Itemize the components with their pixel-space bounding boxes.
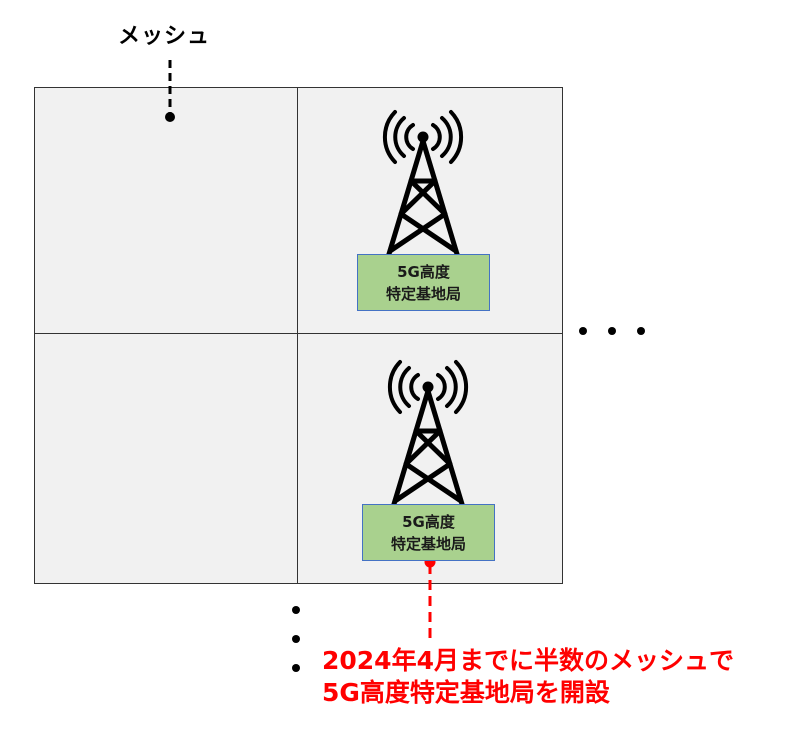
mesh-label: メッシュ [118, 24, 211, 49]
station-label-line2: 特定基地局 [390, 534, 466, 553]
ellipsis-dot [292, 635, 300, 643]
station-label-line2: 特定基地局 [385, 284, 461, 303]
annotation-text: 2024年4月までに半数のメッシュで 5G高度特定基地局を開設 [322, 645, 734, 709]
ellipsis-dot [579, 327, 587, 335]
antenna-tower-icon [385, 112, 461, 264]
station-label-line1: 5G高度 [397, 262, 450, 281]
mesh-pointer-dot [165, 112, 175, 122]
base-station-label: 5G高度 特定基地局 [362, 504, 495, 561]
ellipsis-dot [608, 327, 616, 335]
ellipsis-dot [637, 327, 645, 335]
annotation-line1: 2024年4月までに半数のメッシュで [322, 646, 734, 675]
base-station-label: 5G高度 特定基地局 [357, 254, 490, 311]
mesh-cell-top-left [34, 87, 299, 335]
mesh-cell-bottom-left [34, 333, 299, 584]
station-label-line1: 5G高度 [402, 512, 455, 531]
ellipsis-dot [292, 606, 300, 614]
ellipsis-dot [292, 664, 300, 672]
annotation-line2: 5G高度特定基地局を開設 [322, 678, 610, 707]
antenna-tower-icon [390, 362, 466, 514]
